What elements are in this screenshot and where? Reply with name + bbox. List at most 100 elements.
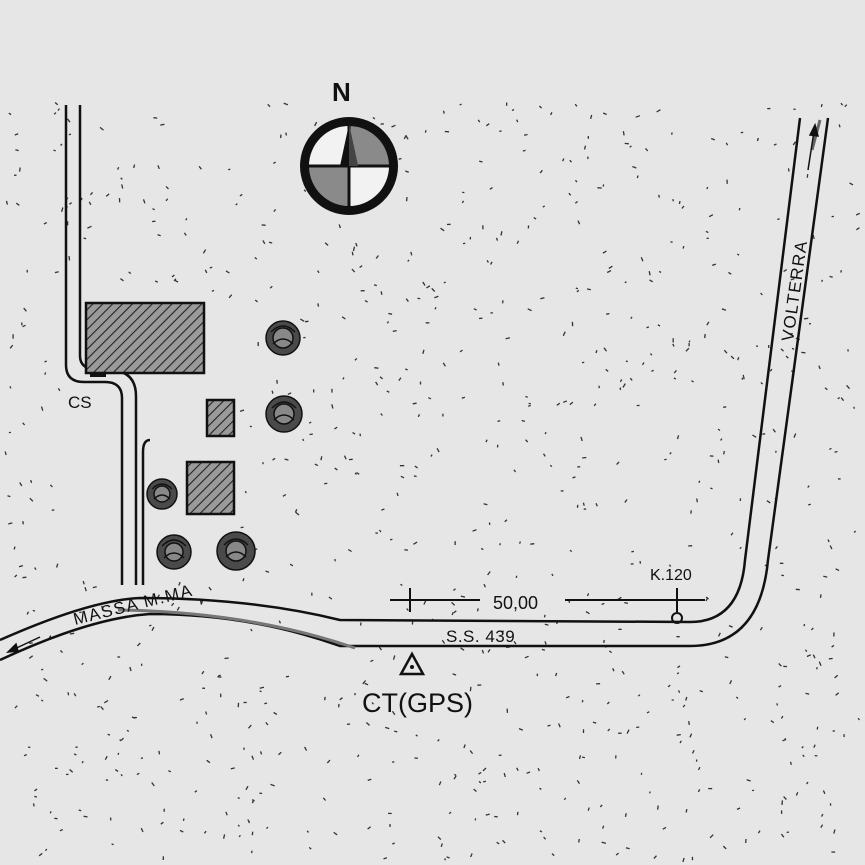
stipple-mark — [244, 490, 247, 494]
stipple-mark — [525, 395, 528, 398]
stipple-mark — [334, 426, 338, 430]
stipple-mark — [482, 767, 487, 772]
stipple-mark — [437, 836, 442, 841]
stipple-mark — [601, 602, 605, 606]
stipple-mark — [13, 546, 16, 550]
stipple-mark — [283, 102, 289, 106]
stipple-mark — [173, 278, 177, 282]
dimension-line — [390, 588, 705, 612]
stipple-mark — [742, 374, 745, 380]
stipple-mark — [394, 730, 398, 733]
stipple-mark — [759, 626, 763, 631]
stipple-mark — [696, 498, 699, 503]
stipple-mark — [22, 422, 26, 426]
stipple-mark — [217, 676, 222, 678]
stipple-mark — [105, 193, 110, 197]
stipple-mark — [225, 811, 228, 816]
stipple-mark — [565, 695, 570, 699]
stipple-mark — [785, 355, 789, 359]
stipple-mark — [622, 383, 626, 388]
stipple-mark — [518, 541, 522, 544]
stipple-mark — [282, 493, 287, 497]
stipple-mark — [656, 109, 661, 113]
stipple-mark — [179, 829, 184, 833]
stipple-mark — [364, 682, 369, 686]
stipple-mark — [822, 790, 826, 795]
building-main — [84, 301, 206, 375]
stipple-mark — [405, 298, 409, 302]
stipple-mark — [245, 785, 249, 791]
stipple-mark — [259, 751, 263, 755]
stipple-mark — [542, 205, 546, 208]
stipple-mark — [54, 102, 59, 106]
stipple-mark — [237, 797, 240, 800]
stipple-mark — [302, 438, 305, 442]
stipple-mark — [242, 578, 245, 582]
stipple-mark — [53, 112, 57, 115]
stipple-mark — [442, 362, 446, 367]
stipple-mark — [539, 830, 543, 833]
stipple-mark — [662, 826, 667, 830]
stipple-mark — [84, 586, 87, 592]
stipple-mark — [410, 251, 413, 256]
stipple-mark — [697, 766, 701, 771]
stipple-mark — [739, 546, 742, 550]
stipple-mark — [653, 855, 657, 859]
stipple-mark — [629, 145, 632, 148]
stipple-mark — [581, 361, 585, 364]
stipple-mark — [22, 324, 26, 328]
stipple-mark — [756, 137, 760, 142]
stipple-mark — [40, 668, 44, 671]
stipple-mark — [476, 608, 479, 612]
stipple-mark — [18, 564, 24, 568]
stipple-mark — [269, 285, 273, 289]
stipple-mark — [622, 131, 625, 136]
stipple-mark — [486, 259, 489, 263]
stipple-mark — [405, 170, 409, 173]
stipple-mark — [23, 753, 28, 757]
stipple-mark — [53, 149, 56, 152]
stipple-mark — [343, 455, 347, 460]
building-small — [205, 398, 236, 438]
stipple-mark — [676, 733, 681, 736]
stipple-mark — [454, 773, 457, 777]
stipple-mark — [505, 337, 511, 340]
stipple-mark — [551, 573, 554, 577]
stipple-mark — [392, 655, 396, 660]
stipple-mark — [34, 795, 38, 798]
stipple-mark — [533, 216, 537, 220]
stipple-mark — [730, 532, 734, 536]
stipple-mark — [314, 121, 318, 127]
stipple-mark — [558, 723, 561, 728]
stipple-mark — [802, 754, 805, 758]
stipple-mark — [391, 710, 396, 716]
tree-icon — [216, 531, 256, 571]
stipple-mark — [19, 482, 23, 487]
stipple-mark — [599, 804, 603, 808]
stipple-mark — [562, 400, 568, 403]
stipple-mark — [43, 677, 48, 682]
stipple-mark — [820, 813, 824, 817]
stipple-mark — [200, 600, 204, 605]
stipple-mark — [783, 269, 788, 273]
stipple-mark — [287, 392, 292, 395]
stipple-mark — [355, 242, 358, 247]
stipple-mark — [838, 124, 841, 128]
stipple-mark — [105, 779, 109, 782]
stipple-mark — [218, 674, 221, 677]
stipple-mark — [374, 367, 379, 369]
stipple-mark — [710, 137, 716, 141]
stipple-mark — [569, 159, 572, 163]
stipple-mark — [587, 807, 590, 811]
stipple-mark — [681, 205, 685, 209]
stipple-mark — [176, 606, 180, 611]
stipple-mark — [108, 675, 112, 681]
stipple-mark — [198, 165, 202, 170]
stipple-mark — [834, 674, 839, 679]
stipple-mark — [513, 641, 517, 645]
stipple-mark — [69, 202, 72, 205]
stipple-mark — [413, 475, 417, 478]
stipple-mark — [440, 227, 445, 232]
stipple-mark — [576, 780, 581, 785]
stipple-mark — [636, 175, 639, 179]
